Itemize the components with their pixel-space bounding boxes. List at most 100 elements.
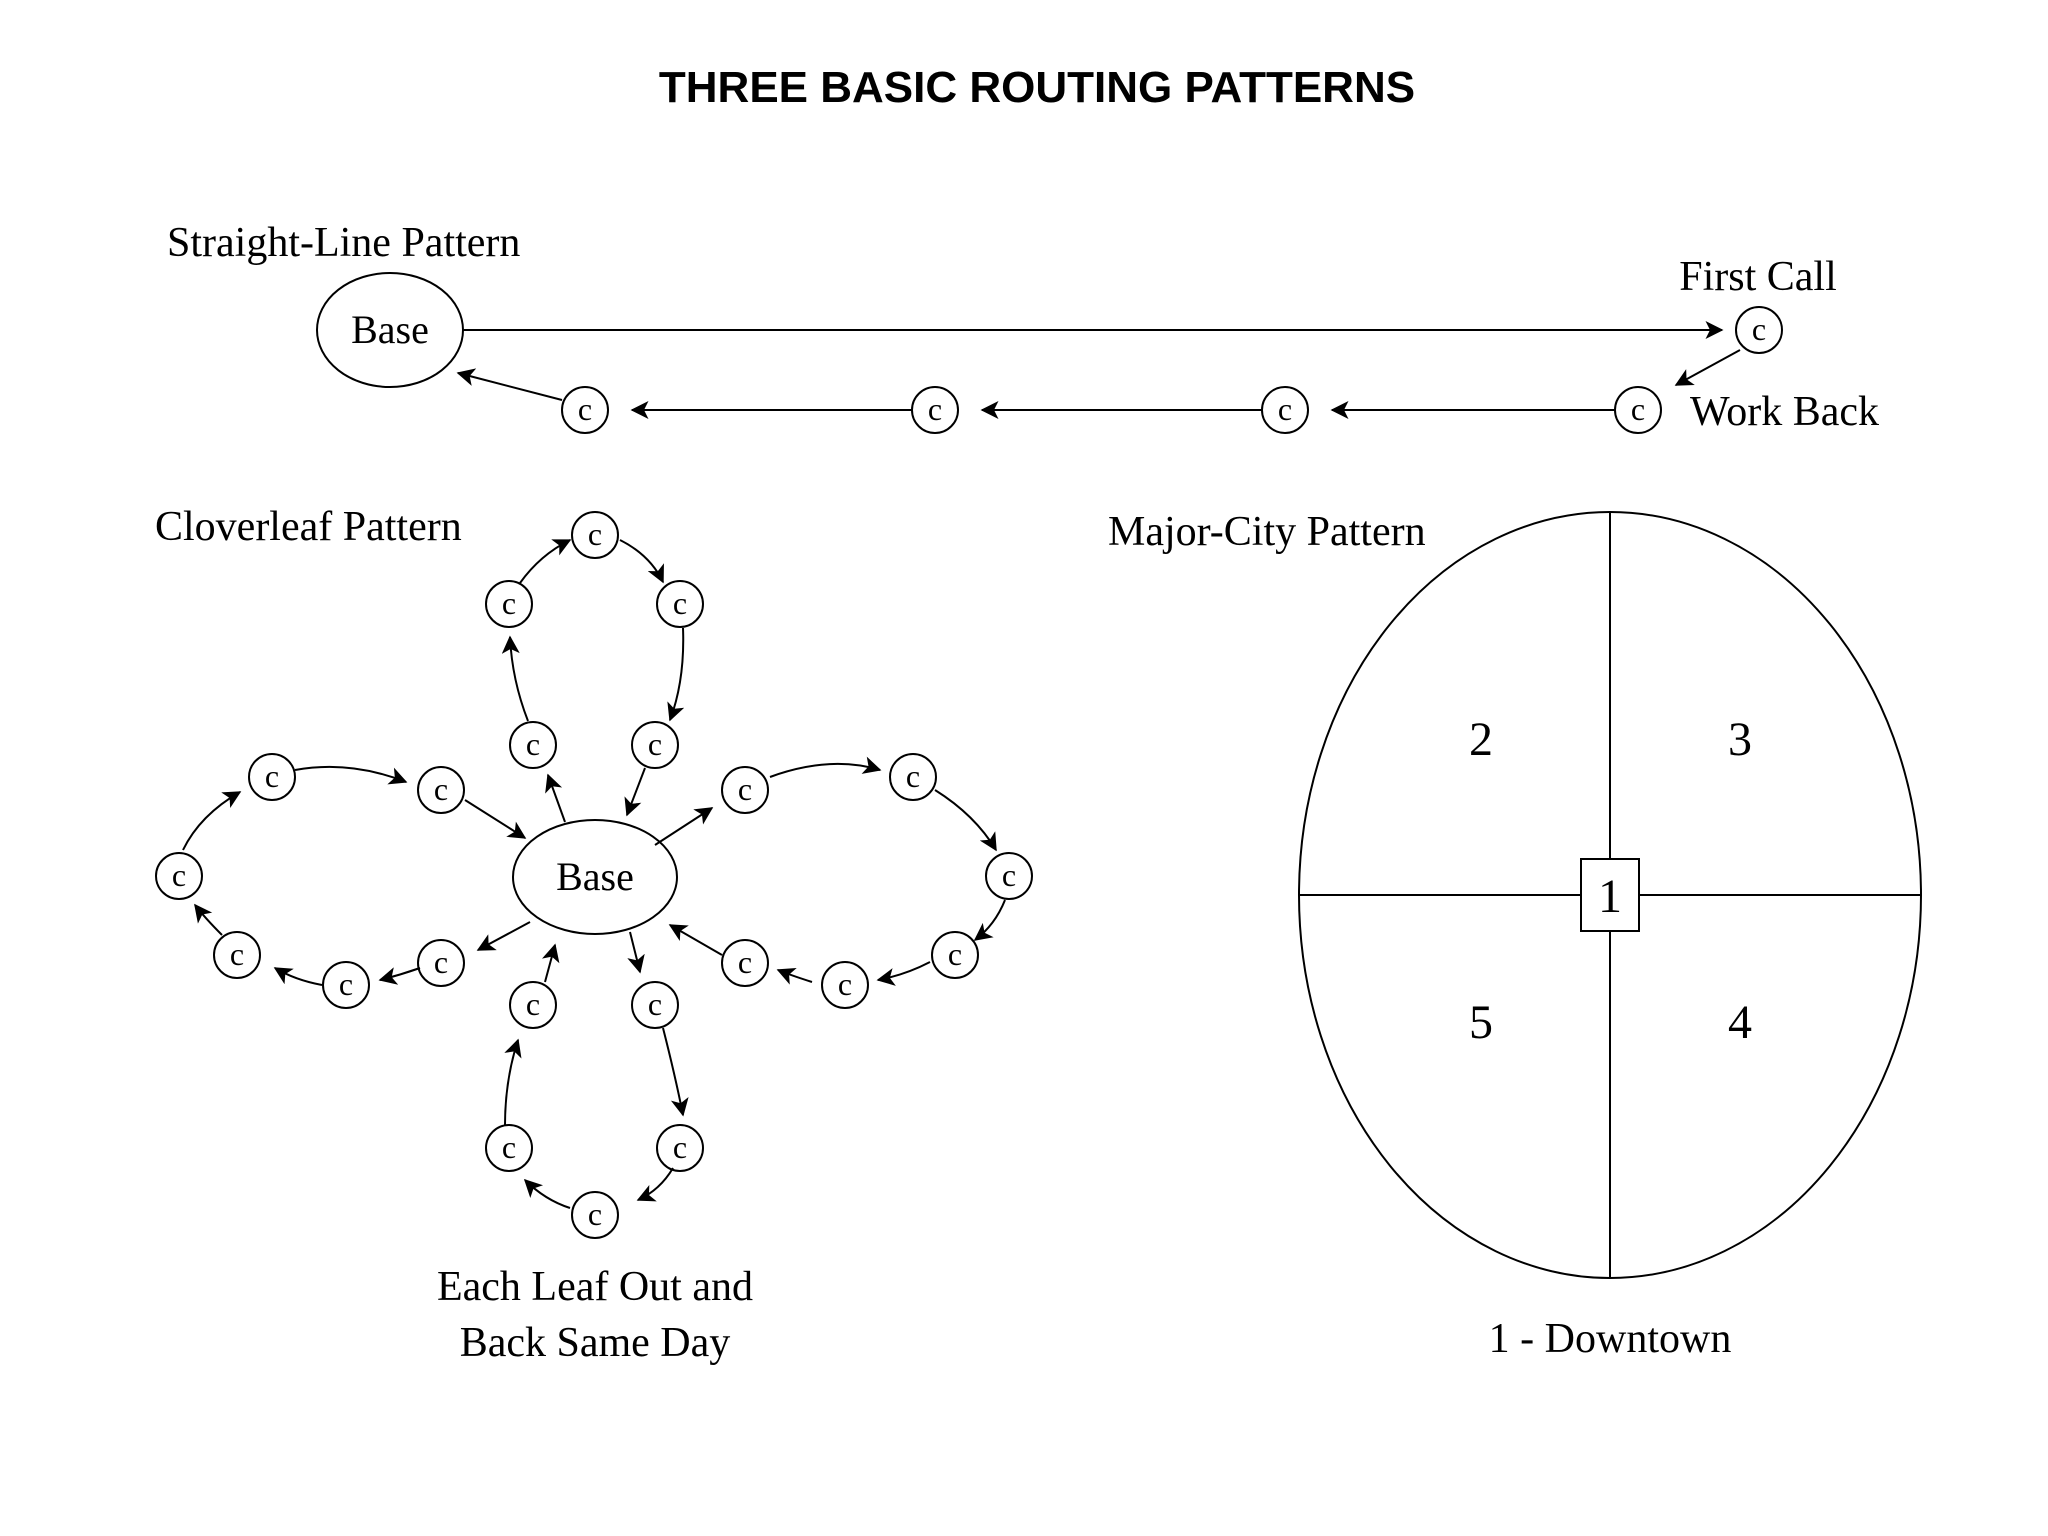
call-circle: [485, 580, 533, 628]
left-leaf-arrow-2: [273, 967, 323, 986]
bottom-leaf-return-arrow: [542, 943, 560, 983]
major-city-heading: Major-City Pattern: [1108, 509, 1426, 555]
call-label: c: [838, 966, 852, 1002]
left-leaf-arrow-4: [182, 791, 242, 851]
top-leaf-arrow-1: [501, 635, 529, 722]
straight-line-call-5: c: [561, 386, 609, 434]
left-leaf-arrow-3: [194, 903, 223, 936]
call-label: c: [738, 944, 752, 980]
call-label: c: [1752, 311, 1766, 347]
top-leaf-arrow-3: [619, 539, 664, 584]
cloverleaf-call-4: c: [656, 580, 704, 628]
cloverleaf-heading: Cloverleaf Pattern: [155, 504, 462, 550]
downtown-box: [1580, 858, 1640, 932]
call-circle: [155, 852, 203, 900]
bottom-leaf-arrow-4: [504, 1038, 522, 1126]
call-circle: [561, 386, 609, 434]
call-label: c: [673, 585, 687, 621]
cloverleaf-call-2: c: [485, 580, 533, 628]
straight-line-heading: Straight-Line Pattern: [167, 220, 520, 266]
call-label: c: [526, 986, 540, 1022]
cloverleaf-call-20: c: [155, 852, 203, 900]
call-circle: [509, 721, 557, 769]
first-call-label: First Call: [1679, 254, 1837, 300]
cloverleaf-call-6: c: [721, 766, 769, 814]
call-circle: [485, 1124, 533, 1172]
call-label: c: [906, 758, 920, 794]
call-circle: [571, 511, 619, 559]
cloverleaf-call-19: c: [213, 931, 261, 979]
right-leaf-arrow-2: [934, 789, 997, 852]
call-circle: [571, 1191, 619, 1239]
call-label: c: [928, 391, 942, 427]
left-leaf-arrow-1: [378, 967, 421, 985]
call-label: c: [648, 726, 662, 762]
call-label: c: [1002, 857, 1016, 893]
call-circle: [985, 852, 1033, 900]
bottom-leaf-arrow-3: [523, 1178, 571, 1209]
downtown-label: 1: [1598, 870, 1622, 923]
cloverleaf-call-1: c: [509, 721, 557, 769]
call-label: c: [230, 936, 244, 972]
first-call-to-work-back-arrow: [1674, 349, 1741, 386]
call-circle: [248, 753, 296, 801]
call-circle: [889, 753, 937, 801]
call-label: c: [578, 391, 592, 427]
cloverleaf-call-7: c: [889, 753, 937, 801]
straight-line-call-2: c: [1614, 386, 1662, 434]
cloverleaf-caption-line1: Each Leaf Out and: [437, 1264, 753, 1310]
right-leaf-arrow-5: [776, 968, 813, 985]
cloverleaf-call-17: c: [417, 939, 465, 987]
quadrant-5-label: 5: [1469, 996, 1493, 1049]
diagram-title: THREE BASIC ROUTING PATTERNS: [659, 63, 1415, 112]
call-circle: [931, 931, 979, 979]
cloverleaf-call-8: c: [985, 852, 1033, 900]
cloverleaf-call-18: c: [322, 961, 370, 1009]
straight-line-call-1: c: [1735, 306, 1783, 354]
call-circle: [656, 580, 704, 628]
top-leaf-return-arrow: [624, 767, 646, 817]
quadrant-3-label: 3: [1728, 713, 1752, 766]
call-circle: [417, 766, 465, 814]
bottom-leaf-arrow-2: [636, 1167, 674, 1202]
straight-line-pattern: Straight-Line Pattern Base First Call Wo…: [167, 220, 1879, 435]
straight-line-base-label: Base: [351, 307, 429, 352]
right-leaf-arrow-3: [973, 899, 1006, 941]
call-circle: [631, 981, 679, 1029]
call-label: c: [172, 857, 186, 893]
work-back-label: Work Back: [1690, 389, 1879, 435]
straight-line-call-3: c: [1261, 386, 1309, 434]
call-label: c: [648, 986, 662, 1022]
cloverleaf-call-9: c: [931, 931, 979, 979]
call-circle: [1735, 306, 1783, 354]
call-label: c: [738, 771, 752, 807]
bottom-leaf-arrow-1: [662, 1027, 689, 1117]
major-city-pattern: Major-City Pattern 1 2 3 5 4 1 - Downtow…: [1108, 509, 1922, 1362]
right-leaf-out-arrow: [654, 807, 714, 846]
call-label: c: [673, 1129, 687, 1165]
left-leaf-out-arrow: [476, 921, 531, 951]
call-label: c: [1631, 391, 1645, 427]
call-label: c: [434, 771, 448, 807]
top-leaf-out-arrow: [545, 773, 566, 823]
top-leaf-arrow-4: [667, 627, 685, 722]
call-label: c: [588, 1196, 602, 1232]
left-leaf-arrow-5: [294, 765, 408, 785]
call-circle: [721, 939, 769, 987]
return-to-base-arrow: [456, 368, 563, 401]
downtown-caption: 1 - Downtown: [1489, 1316, 1732, 1362]
top-leaf-arrow-2: [519, 539, 572, 584]
quadrant-4-label: 4: [1728, 996, 1752, 1049]
cloverleaf-call-13: c: [656, 1124, 704, 1172]
call-label: c: [434, 944, 448, 980]
call-circle: [509, 981, 557, 1029]
cloverleaf-base-node: [512, 819, 678, 935]
cloverleaf-call-5: c: [631, 721, 679, 769]
cloverleaf-call-10: c: [821, 961, 869, 1009]
straight-line-call-4: c: [911, 386, 959, 434]
left-leaf-return-arrow: [464, 799, 527, 839]
call-label: c: [339, 966, 353, 1002]
call-circle: [213, 931, 261, 979]
